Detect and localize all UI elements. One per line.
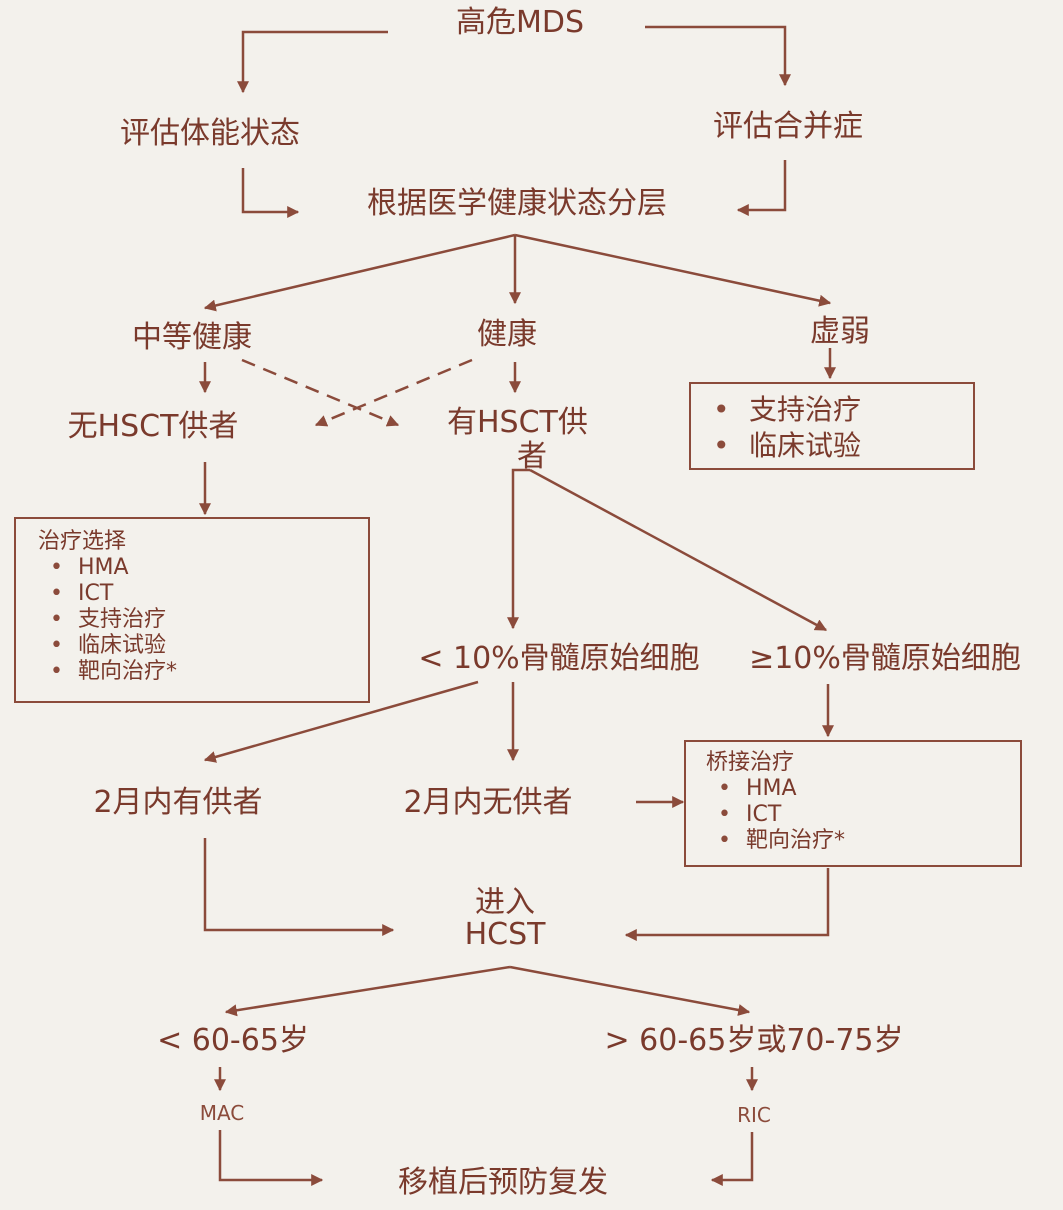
connector-2m-yes-to-hcst [203, 838, 395, 936]
connector-bridge-to-hcst [624, 868, 830, 941]
connector-stratify-to-frail [514, 233, 832, 307]
bridge-item: 靶向治疗* [706, 828, 1020, 854]
treatment-item: HMA [38, 555, 368, 581]
node-frail: 虚弱 [810, 314, 870, 349]
bridge-item: ICT [706, 802, 1020, 828]
connector-donor-to-blast-high [529, 468, 828, 632]
node-high-risk-mds: 高危MDS [455, 5, 585, 40]
connector-stratify-to-moderate [203, 233, 516, 312]
connector-blastlow-to-2m-yes [203, 680, 479, 763]
bridge-item: HMA [706, 776, 1020, 802]
treatment-item: ICT [38, 581, 368, 607]
connector-comorbidity-to-stratify [736, 160, 787, 216]
treatment-item: 支持治疗 [38, 607, 368, 633]
node-assess-fitness: 评估体能状态 [120, 116, 300, 151]
treatment-item: 靶向治疗* [38, 659, 368, 685]
node-enter-line1: 进入 [475, 885, 535, 920]
node-mac: MAC [199, 1101, 245, 1125]
node-blast-10-or-more: ≥10%骨髓原始细胞 [749, 641, 1021, 676]
node-assess-comorbidity: 评估合并症 [713, 109, 863, 144]
node-enter-line2: HCST [464, 917, 546, 952]
box-bridging-therapy: 桥接治疗 HMA ICT 靶向治疗* [684, 740, 1022, 867]
connector-top-to-comorbidity [645, 25, 791, 87]
node-no-hsct-donor: 无HSCT供者 [67, 409, 239, 444]
node-no-donor-within-2-months: 2月内无供者 [403, 785, 573, 820]
treatment-item: 临床试验 [38, 633, 368, 659]
box-treatment-title: 治疗选择 [38, 529, 127, 554]
node-donor-within-2-months: 2月内有供者 [93, 785, 263, 820]
connector-ric-to-prevent [710, 1132, 754, 1186]
node-ric: RIC [737, 1103, 771, 1127]
connector-donor-to-blast-low [507, 468, 530, 630]
connector-mac-to-prevent [218, 1130, 324, 1186]
node-has-hsct-donor-line2: 者 [517, 439, 547, 474]
node-blast-under-10: < 10%骨髓原始细胞 [418, 641, 700, 676]
support-item: 支持治疗 [691, 392, 973, 428]
box-supportive-care: 支持治疗 临床试验 [689, 382, 975, 470]
node-age-over-60-65: > 60-65岁或70-75岁 [604, 1023, 904, 1058]
support-item: 临床试验 [691, 428, 973, 464]
node-moderate-health: 中等健康 [132, 320, 252, 355]
connector-hcst-to-age-high [509, 965, 751, 1016]
node-age-under-60-65: < 60-65岁 [157, 1023, 309, 1058]
connector-hcst-to-age-low [224, 965, 511, 1017]
box-treatment-options: 治疗选择 HMA ICT 支持治疗 临床试验 靶向治疗* [14, 517, 370, 703]
node-has-hsct-donor-line1: 有HSCT供 [447, 405, 588, 440]
connector-moderate-to-donor-dashed [241, 358, 400, 427]
connector-fitness-to-stratify [241, 168, 300, 218]
box-bridging-title: 桥接治疗 [706, 750, 795, 775]
node-prevent-relapse: 移植后预防复发 [398, 1165, 608, 1200]
connector-healthy-to-nodonor-dashed [314, 358, 473, 427]
node-stratify-by-health: 根据医学健康状态分层 [367, 186, 667, 221]
node-healthy: 健康 [477, 317, 537, 352]
connector-top-to-fitness [237, 30, 388, 94]
